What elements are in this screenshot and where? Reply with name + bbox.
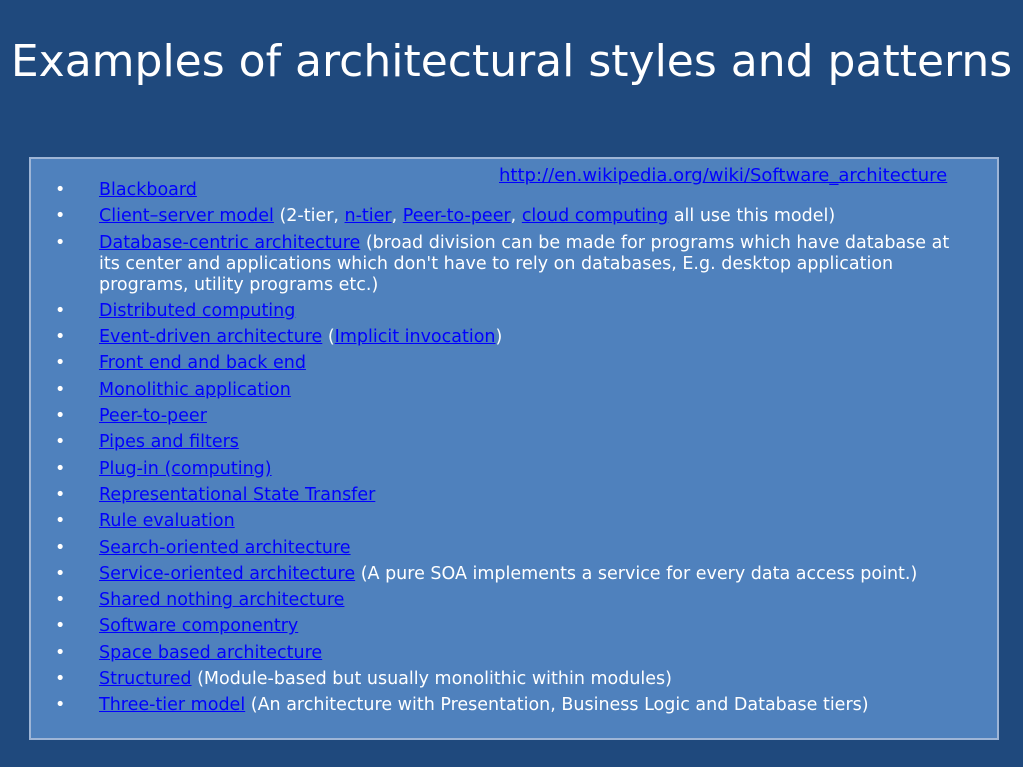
- source-link[interactable]: http://en.wikipedia.org/wiki/Software_ar…: [499, 165, 948, 186]
- bullet-icon: •: [55, 327, 66, 348]
- link-space-based-architecture[interactable]: Space based architecture: [99, 642, 323, 663]
- bullet-icon: •: [55, 353, 66, 374]
- bullet-list: • Blackboard • Client–server model (2-ti…: [55, 180, 955, 722]
- link-pipes-and-filters[interactable]: Pipes and filters: [99, 432, 239, 453]
- bullet-icon: •: [55, 484, 66, 505]
- link-peer-to-peer[interactable]: Peer-to-peer: [99, 406, 207, 427]
- item-text: (: [322, 327, 335, 348]
- link-shared-nothing-architecture[interactable]: Shared nothing architecture: [99, 590, 345, 611]
- content-box: [29, 157, 999, 740]
- link-front-end-and-back-end[interactable]: Front end and back end: [99, 353, 306, 374]
- list-item: • Structured (Module-based but usually m…: [55, 669, 955, 690]
- link-cloud-computing[interactable]: cloud computing: [521, 206, 669, 227]
- link-n-tier[interactable]: n-tier: [344, 206, 392, 227]
- bullet-icon: •: [55, 669, 66, 690]
- bullet-icon: •: [55, 590, 66, 611]
- link-search-oriented-architecture[interactable]: Search-oriented architecture: [99, 537, 351, 558]
- bullet-icon: •: [55, 642, 66, 663]
- bullet-icon: •: [55, 206, 66, 227]
- link-distributed-computing[interactable]: Distributed computing: [99, 300, 296, 321]
- slide-title: Examples of architectural styles and pat…: [10, 36, 1013, 87]
- link-peer-to-peer-inline[interactable]: Peer-to-peer: [402, 206, 511, 227]
- link-structured[interactable]: Structured: [99, 669, 192, 690]
- item-text: (2-tier,: [273, 206, 345, 227]
- item-text: (An architecture with Presentation, Busi…: [245, 695, 869, 716]
- list-item: • Pipes and filters: [55, 432, 955, 453]
- bullet-icon: •: [55, 300, 66, 321]
- bullet-icon: •: [55, 180, 66, 200]
- link-database-centric-architecture[interactable]: Database-centric architecture: [99, 232, 361, 253]
- bullet-icon: •: [55, 695, 66, 716]
- bullet-icon: •: [55, 563, 66, 584]
- list-item: • Software componentry: [55, 616, 955, 637]
- link-software-componentry[interactable]: Software componentry: [99, 616, 299, 637]
- item-text: (Module-based but usually monolithic wit…: [191, 669, 672, 690]
- item-text: ,: [391, 206, 403, 227]
- item-text: (broad division can be made for programs…: [99, 232, 950, 295]
- list-item: • Database-centric architecture (broad d…: [55, 233, 955, 296]
- list-item: • Client–server model (2-tier, n-tier, P…: [55, 206, 955, 227]
- bullet-icon: •: [55, 511, 66, 532]
- list-item: • Distributed computing: [55, 301, 955, 322]
- link-monolithic-application[interactable]: Monolithic application: [99, 379, 291, 400]
- list-item: • Space based architecture: [55, 643, 955, 664]
- link-event-driven-architecture[interactable]: Event-driven architecture: [99, 327, 323, 348]
- link-representational-state-transfer[interactable]: Representational State Transfer: [99, 484, 376, 505]
- list-item: • Shared nothing architecture: [55, 590, 955, 611]
- list-item: • Rule evaluation: [55, 511, 955, 532]
- list-item: • Blackboard: [55, 180, 955, 201]
- bullet-icon: •: [55, 232, 66, 253]
- link-rule-evaluation[interactable]: Rule evaluation: [99, 511, 235, 532]
- bullet-icon: •: [55, 379, 66, 400]
- item-text: all use this model): [668, 206, 836, 227]
- list-item: • Service-oriented architecture (A pure …: [55, 564, 955, 585]
- bullet-icon: •: [55, 537, 66, 558]
- bullet-icon: •: [55, 432, 66, 453]
- link-blackboard[interactable]: Blackboard: [99, 180, 197, 200]
- bullet-icon: •: [55, 458, 66, 479]
- link-implicit-invocation[interactable]: Implicit invocation: [334, 327, 496, 348]
- list-item: • Three-tier model (An architecture with…: [55, 695, 955, 716]
- list-item: • Event-driven architecture (Implicit in…: [55, 327, 955, 348]
- list-item: • Representational State Transfer: [55, 485, 955, 506]
- list-item: • Peer-to-peer: [55, 406, 955, 427]
- list-item: • Monolithic application: [55, 380, 955, 401]
- bullet-icon: •: [55, 406, 66, 427]
- link-client-server-model[interactable]: Client–server model: [99, 206, 274, 227]
- item-text: ): [495, 327, 503, 348]
- link-plug-in-computing[interactable]: Plug-in (computing): [99, 458, 272, 479]
- list-item: • Plug-in (computing): [55, 459, 955, 480]
- list-item: • Search-oriented architecture: [55, 538, 955, 559]
- item-text: ,: [510, 206, 522, 227]
- item-text: (A pure SOA implements a service for eve…: [355, 563, 918, 584]
- link-three-tier-model[interactable]: Three-tier model: [99, 695, 246, 716]
- link-service-oriented-architecture[interactable]: Service-oriented architecture: [99, 563, 356, 584]
- bullet-icon: •: [55, 616, 66, 637]
- list-item: • Front end and back end: [55, 353, 955, 374]
